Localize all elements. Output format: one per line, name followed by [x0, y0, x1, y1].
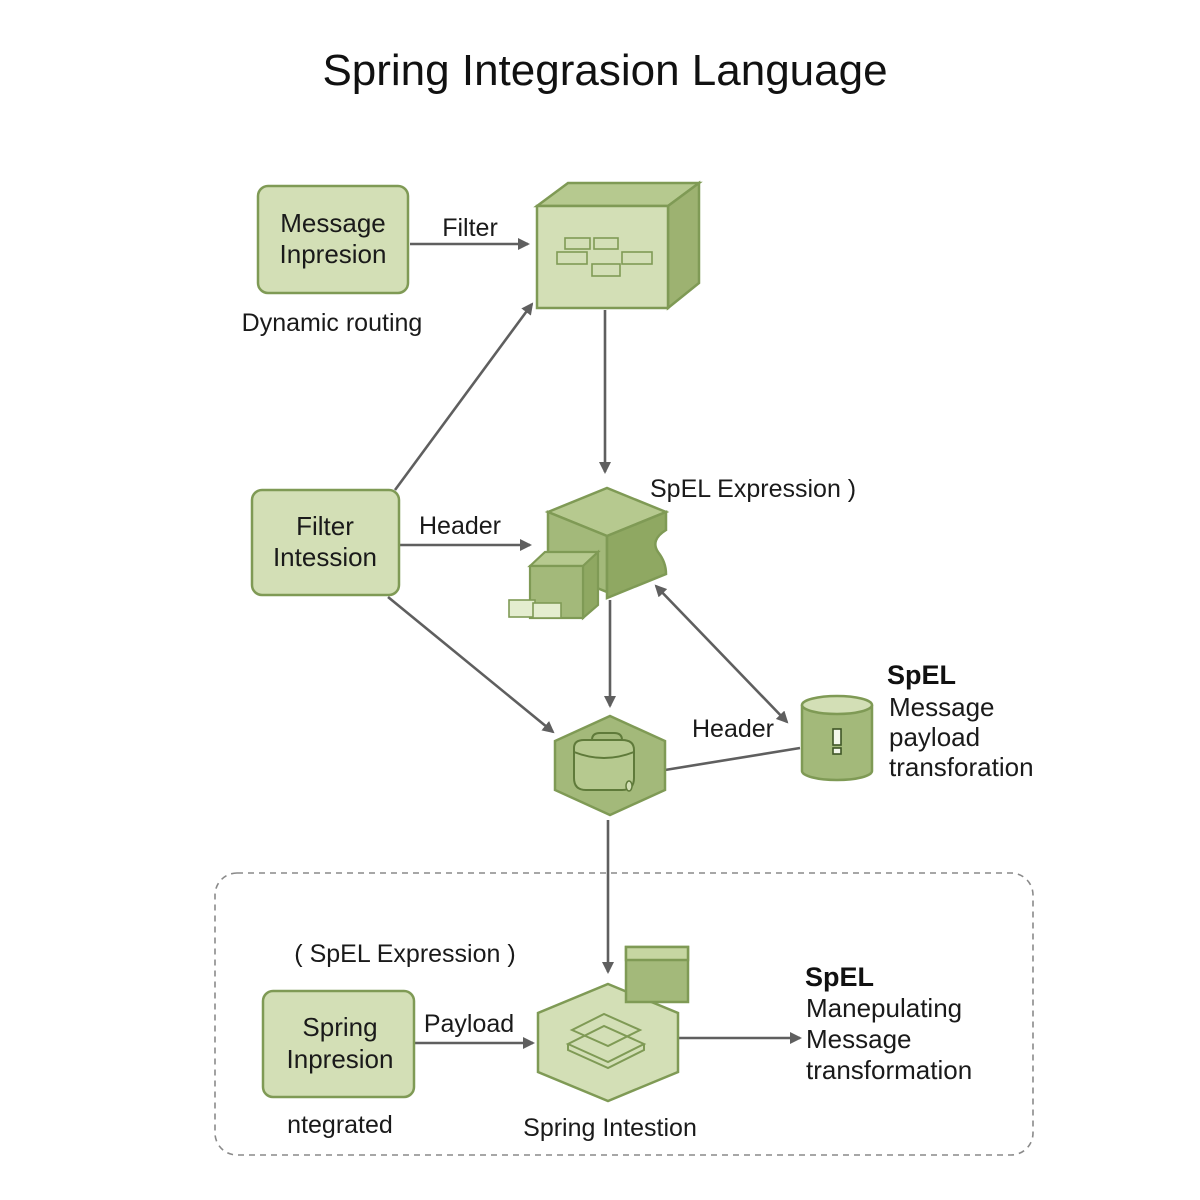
edge-label-header-1: Header [419, 512, 501, 540]
message-inpresion-caption: Dynamic routing [242, 309, 423, 337]
note-mid-line3: transforation [889, 752, 1034, 782]
database-icon [800, 694, 874, 782]
hexagon-box-icon [553, 714, 667, 817]
note-bottom-line3: transformation [806, 1055, 972, 1085]
spring-inpresion-line2: Inpresion [287, 1044, 394, 1074]
filter-intession-line1: Filter [296, 511, 354, 541]
note-bottom-line2: Message [806, 1024, 912, 1054]
edge-hex-to-database [664, 746, 801, 772]
card-icon [624, 945, 690, 1004]
message-inpresion-line2: Inpresion [280, 239, 387, 269]
note-spel-manipulating: SpEL Manepulating Message transformation [805, 962, 972, 1085]
edge-filter-to-cube [393, 302, 534, 491]
note-mid-head: SpEL [887, 660, 956, 690]
cube-icon [533, 180, 703, 311]
filter-intession-line2: Intession [273, 542, 377, 572]
note-mid-line2: payload [889, 722, 980, 752]
hexagon-layers-icon [536, 982, 680, 1103]
edge-label-header-2: Header [692, 715, 774, 743]
spring-inpresion-node: Spring Inpresion [261, 989, 416, 1099]
mid-block-caption: SpEL Expression ) [650, 475, 856, 503]
integration-group [214, 872, 1034, 1156]
spring-inpresion-line1: Spring [302, 1012, 377, 1042]
note-spel-message-payload: SpEL Message payload transforation [887, 660, 1034, 782]
note-bottom-line1: Manepulating [806, 993, 962, 1023]
bottom-hex-caption: Spring Intestion [523, 1114, 697, 1142]
puzzle-block-icon [508, 486, 670, 621]
filter-intession-node: Filter Intession [250, 488, 401, 597]
message-inpresion-line1: Message [280, 208, 386, 238]
note-bottom-head: SpEL [805, 962, 874, 992]
edge-label-filter: Filter [442, 214, 498, 242]
group-caption: ( SpEL Expression ) [294, 940, 515, 968]
spring-inpresion-caption: ntegrated [287, 1111, 393, 1139]
message-inpresion-node: Message Inpresion [256, 184, 410, 295]
note-mid-line1: Message [889, 692, 995, 722]
diagram-title: Spring Integrasion Language [322, 46, 887, 95]
edge-database-block [654, 584, 789, 724]
edge-label-payload: Payload [424, 1010, 514, 1038]
edge-filter-to-hex [387, 595, 555, 734]
